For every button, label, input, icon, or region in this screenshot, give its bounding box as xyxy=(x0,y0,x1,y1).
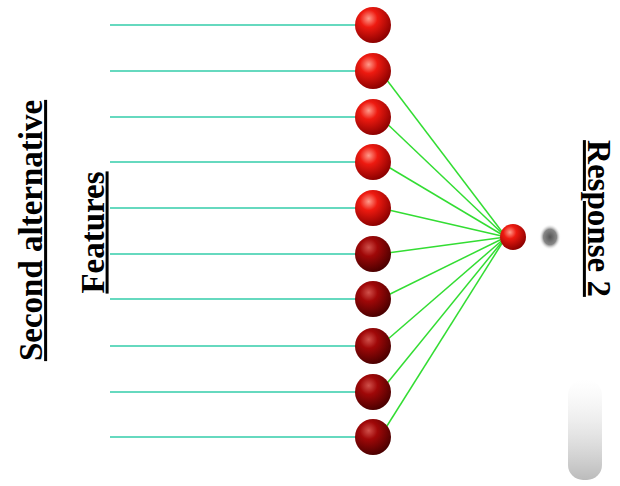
input-line xyxy=(110,116,356,118)
output-unit xyxy=(500,224,526,250)
input-heading: Features xyxy=(77,171,110,293)
input-unit xyxy=(355,144,391,180)
input-unit xyxy=(355,236,391,272)
shadow xyxy=(539,224,561,250)
input-unit xyxy=(355,419,391,455)
input-units xyxy=(355,7,391,455)
weight-line xyxy=(380,237,506,392)
input-line xyxy=(110,436,356,438)
input-unit xyxy=(355,53,391,89)
weight-line xyxy=(380,71,506,237)
input-unit xyxy=(355,7,391,43)
weight-line xyxy=(380,162,506,237)
input-unit xyxy=(355,99,391,135)
input-unit xyxy=(355,281,391,317)
input-line xyxy=(110,207,356,209)
weight-line xyxy=(380,237,506,346)
shadow-streak xyxy=(568,380,602,480)
input-line xyxy=(110,161,356,163)
input-unit xyxy=(355,190,391,226)
input-line xyxy=(110,345,356,347)
input-line xyxy=(110,253,356,255)
weight-line xyxy=(380,117,506,237)
input-lines xyxy=(110,25,356,437)
output-heading: Response 2 xyxy=(582,140,615,297)
weight-line xyxy=(380,237,506,437)
input-unit xyxy=(355,328,391,364)
input-line xyxy=(110,70,356,72)
input-unit xyxy=(355,374,391,410)
input-line xyxy=(110,391,356,393)
input-line xyxy=(110,24,356,26)
input-heading: Second alternative xyxy=(16,99,49,360)
weight-lines xyxy=(380,71,506,437)
weight-line xyxy=(380,208,506,237)
input-line xyxy=(110,298,356,300)
